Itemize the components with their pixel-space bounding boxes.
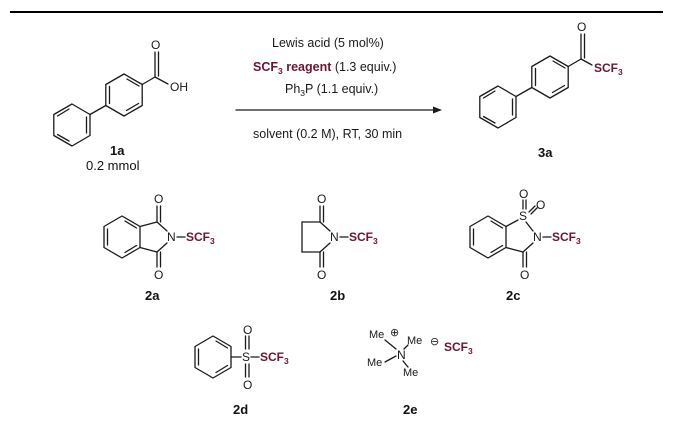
reagent-2b-scf3-text: SCF3 <box>349 230 378 246</box>
substrate-label: 1a <box>110 143 125 158</box>
condition-ph3p: Ph3P (1.1 equiv.) <box>285 82 378 98</box>
reagent-2d-structure: S O O SCF3 <box>194 323 289 392</box>
reagent-2e-plus: ⊕ <box>390 327 399 339</box>
reagent-2e-me-bottom: Me <box>403 367 418 379</box>
product-3a-structure: O SCF3 <box>479 20 623 129</box>
reagent-2b-label: 2b <box>330 288 345 303</box>
reagent-2b-o-bottom: O <box>317 268 326 282</box>
reagent-2a-label: 2a <box>145 288 160 303</box>
reagent-2c-structure: S O O O N SCF3 <box>469 187 581 282</box>
reagent-2a-o-top: O <box>154 192 163 206</box>
reagent-2b-structure: O O N SCF3 <box>301 192 378 282</box>
product-label: 3a <box>538 145 553 160</box>
carboxyl-o-text: O <box>151 38 160 52</box>
reagent-2c-o-right: O <box>536 198 545 212</box>
reagent-2a-structure: O O N SCF3 <box>103 192 215 282</box>
reagent-2b-o-top: O <box>317 192 326 206</box>
substrate-amount: 0.2 mmol <box>86 158 140 173</box>
condition-solvent: solvent (0.2 M), RT, 30 min <box>253 127 402 141</box>
reagent-2c-scf3-text: SCF3 <box>552 230 581 246</box>
reagent-2c-o-bottom: O <box>520 268 529 282</box>
reagent-2e-structure: Me ⊕ Me N Me Me ⊖ SCF3 <box>367 327 473 379</box>
reagent-2b-n-text: N <box>330 230 339 244</box>
reagent-2c-s-text: S <box>519 209 527 223</box>
reagent-2d-o-top: O <box>243 323 252 337</box>
reagent-2a-o-bottom: O <box>154 268 163 282</box>
reagent-2d-o-bottom: O <box>243 378 252 392</box>
reagent-2e-me-top-right: Me <box>407 335 422 347</box>
product-o-text: O <box>577 20 586 34</box>
reagent-2d-scf3-text: SCF3 <box>260 350 289 366</box>
reagent-2a-n-text: N <box>167 230 176 244</box>
reagent-2d-s-text: S <box>242 350 250 364</box>
product-scf3-text: SCF3 <box>594 61 623 77</box>
reagent-2c-o-top: O <box>519 187 528 201</box>
reagent-2e-scf3-text: SCF3 <box>444 340 473 356</box>
reagent-2e-me-top-left: Me <box>369 329 384 341</box>
reagent-2c-label: 2c <box>506 288 520 303</box>
carboxyl-oh-text: OH <box>170 80 188 94</box>
reagent-2e-label: 2e <box>403 402 417 417</box>
substrate-1a-structure: O OH <box>53 38 188 147</box>
reaction-arrow-head <box>433 106 442 114</box>
reagent-2e-me-left: Me <box>367 357 382 369</box>
reagent-2d-label: 2d <box>233 402 248 417</box>
reagent-2c-n-text: N <box>533 230 542 244</box>
reagent-2e-minus: ⊖ <box>430 336 439 348</box>
condition-scf3-reagent: SCF3 reagent (1.3 equiv.) <box>253 60 396 76</box>
reagent-2a-scf3-text: SCF3 <box>186 230 215 246</box>
condition-lewis-acid: Lewis acid (5 mol%) <box>272 36 384 50</box>
reagent-2e-n-text: N <box>397 348 406 362</box>
